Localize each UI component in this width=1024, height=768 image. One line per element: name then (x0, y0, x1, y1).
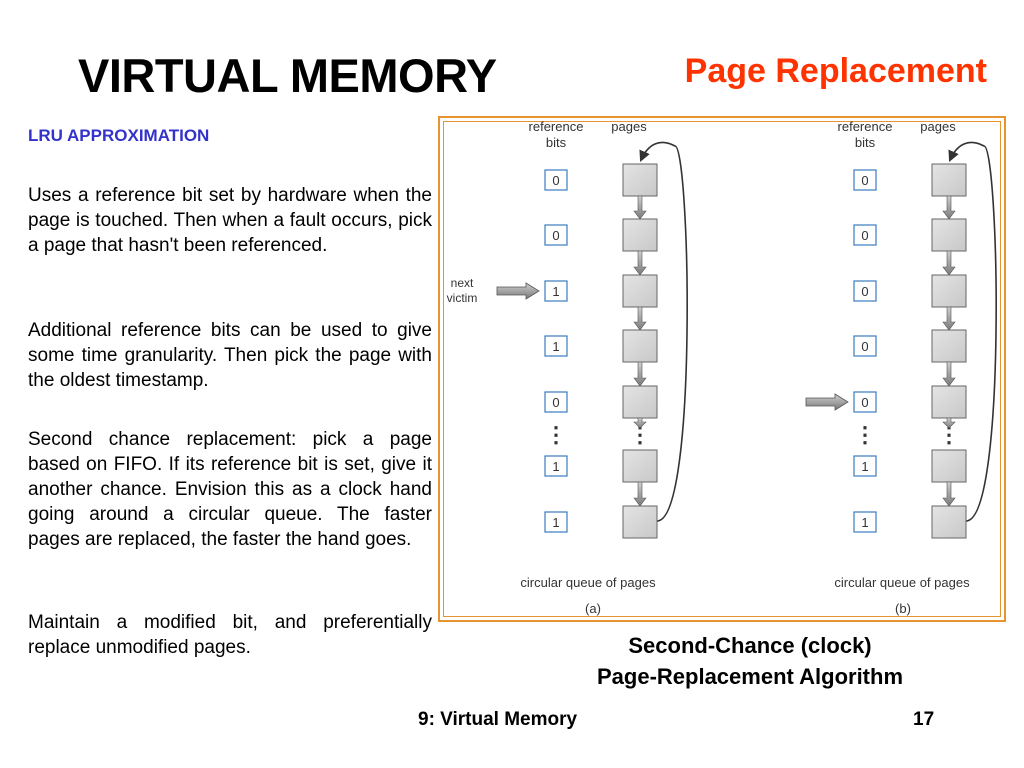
panel-b-bit-value-1: 0 (861, 228, 868, 243)
panel-a-bit-box-5 (544, 455, 568, 477)
victim-arrow-a (496, 282, 540, 300)
panel-b-bit-box-5 (853, 455, 877, 477)
caption-line-2: Page-Replacement Algorithm (596, 664, 904, 689)
panel-a-bit-value-1: 0 (552, 228, 559, 243)
panel-b-link-arrow-5 (942, 481, 956, 507)
slide-subtitle: Page Replacement (684, 52, 987, 90)
ellipsis-bits-b: ⋮ (854, 422, 876, 447)
figure-inner-frame (443, 121, 1001, 617)
loop-arrow-a (639, 141, 688, 522)
ellipsis-pages-b: ⋮ (938, 422, 960, 447)
panel-b-bit-box-0 (853, 169, 877, 191)
second-chance-diagram: reference bits pages reference bits page… (447, 119, 997, 616)
paragraph-modified-bit: Maintain a modified bit, and preferentia… (28, 612, 432, 658)
panel-b-link-arrow-4 (942, 417, 956, 429)
panel-b-bit-value-0: 0 (861, 173, 868, 188)
panel-b-bit-value-2: 0 (861, 284, 868, 299)
panel-a-bit-value-6: 1 (552, 515, 559, 530)
panel-a-link-arrow-2 (633, 306, 647, 331)
panel-a-bit-box-2 (544, 280, 568, 302)
slide-title: VIRTUAL MEMORY (78, 49, 497, 102)
panel-a-bit-box-3 (544, 335, 568, 357)
panel-b-bit-value-5: 1 (861, 459, 868, 474)
label-pages-a: pages (611, 119, 647, 134)
panel-b-page-box-2 (931, 274, 967, 308)
panel-b-link-arrow-3 (942, 361, 956, 387)
loop-arrow-b (948, 141, 997, 522)
panel-a-link-arrow-1 (633, 250, 647, 276)
panel-b: 0 0 0 0 0 1 1 (853, 163, 967, 539)
panel-b-bit-box-4 (853, 391, 877, 413)
panel-a-page-box-1 (622, 218, 658, 252)
panel-b-page-box-0 (931, 163, 967, 197)
label-bits-b: bits (855, 135, 876, 150)
label-queue-b: circular queue of pages (834, 575, 970, 590)
figure-caption: Second-Chance (clock) Page-Replacement A… (560, 630, 940, 692)
paragraph-reference-bit: Uses a reference bit set by hardware whe… (28, 185, 432, 256)
panel-b-bit-box-2 (853, 280, 877, 302)
panel-b-page-box-6 (931, 505, 967, 539)
figure-frame (438, 116, 1006, 622)
panel-a-bit-value-4: 0 (552, 395, 559, 410)
label-victim: victim (447, 291, 478, 305)
panel-b-page-box-3 (931, 329, 967, 363)
panel-a-bit-box-1 (544, 224, 568, 246)
panel-b-page-box-4 (931, 385, 967, 419)
paragraph-additional-bits: Additional reference bits can be used to… (28, 320, 432, 391)
panel-b-bit-box-1 (853, 224, 877, 246)
section-heading: LRU APPROXIMATION (28, 126, 210, 145)
panel-a-link-arrow-5 (633, 481, 647, 507)
ellipsis-pages-a: ⋮ (629, 422, 651, 447)
panel-a-page-box-6 (622, 505, 658, 539)
panel-a-page-box-3 (622, 329, 658, 363)
label-pages-b: pages (920, 119, 956, 134)
panel-b-page-box-5 (931, 449, 967, 483)
panel-a-link-arrow-4 (633, 417, 647, 429)
paragraph-second-chance: Second chance replacement: pick a page b… (28, 429, 432, 550)
label-next: next (451, 276, 474, 290)
label-bits-a: bits (546, 135, 567, 150)
panel-a-page-box-0 (622, 163, 658, 197)
panel-b-page-box-1 (931, 218, 967, 252)
caption-line-1: Second-Chance (clock) (628, 633, 872, 658)
panel-label-b: (b) (895, 601, 911, 616)
panel-a-bit-box-0 (544, 169, 568, 191)
panel-a-page-box-4 (622, 385, 658, 419)
panel-a-page-box-5 (622, 449, 658, 483)
ellipsis-bits-a: ⋮ (545, 422, 567, 447)
victim-arrow-b (805, 393, 849, 411)
label-reference-b: reference (838, 119, 893, 134)
panel-a-bit-value-0: 0 (552, 173, 559, 188)
panel-b-link-arrow-1 (942, 250, 956, 276)
panel-a: 0 0 1 1 0 1 1 (544, 163, 658, 539)
panel-a-bit-value-5: 1 (552, 459, 559, 474)
panel-b-bit-value-4: 0 (861, 395, 868, 410)
panel-label-a: (a) (585, 601, 601, 616)
panel-b-bit-box-6 (853, 511, 877, 533)
panel-a-bit-value-3: 1 (552, 339, 559, 354)
panel-b-bit-value-3: 0 (861, 339, 868, 354)
panel-a-link-arrow-3 (633, 361, 647, 387)
label-reference-a: reference (529, 119, 584, 134)
panel-b-bit-box-3 (853, 335, 877, 357)
panel-b-link-arrow-0 (942, 195, 956, 220)
panel-a-bit-box-4 (544, 391, 568, 413)
panel-a-bit-value-2: 1 (552, 284, 559, 299)
page-number: 17 (913, 709, 935, 730)
panel-a-page-box-2 (622, 274, 658, 308)
panel-a-bit-box-6 (544, 511, 568, 533)
panel-b-link-arrow-2 (942, 306, 956, 331)
panel-a-link-arrow-0 (633, 195, 647, 220)
footer-title: 9: Virtual Memory (418, 709, 578, 730)
label-queue-a: circular queue of pages (520, 575, 656, 590)
panel-b-bit-value-6: 1 (861, 515, 868, 530)
